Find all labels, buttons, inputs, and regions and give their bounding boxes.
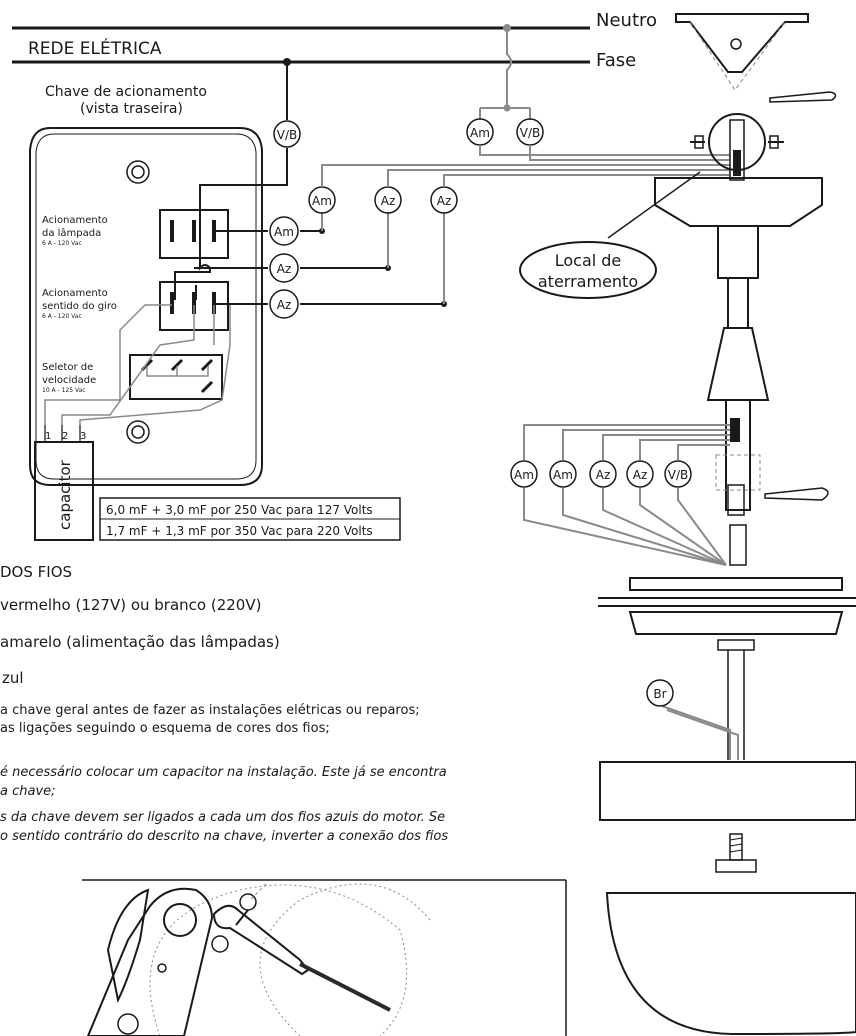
note-4: a chave;	[0, 784, 56, 799]
legend-vb: vermelho (127V) ou branco (220V)	[0, 596, 262, 614]
tag-az-motor-2: Az	[430, 186, 458, 214]
svg-text:Az: Az	[277, 298, 292, 312]
lamp-switch-rating: 6 A - 120 Vac	[42, 240, 82, 247]
svg-text:Am: Am	[553, 468, 573, 482]
note-3: é necessário colocar um capacitor na ins…	[0, 765, 447, 780]
svg-text:Az: Az	[633, 468, 648, 482]
terminal-3: 3	[80, 431, 86, 442]
motor-wires	[523, 424, 730, 566]
tag-am-neutral: Am	[466, 118, 494, 146]
switch-box	[29, 127, 263, 486]
capacitor-label: capacitor	[56, 459, 74, 530]
ground-label-1: Local de	[555, 251, 622, 270]
tag-az-dir-2: Az	[269, 289, 299, 319]
tag-am-motor-a: Am	[510, 460, 538, 488]
tag-am-lamp: Am	[269, 216, 299, 246]
internal-wiring	[44, 304, 231, 440]
legend-az: zul	[2, 669, 24, 687]
terminal-2: 2	[62, 431, 68, 442]
svg-text:Am: Am	[514, 468, 534, 482]
switch-output-wires	[194, 212, 447, 307]
direction-switch-label-1: Acionamento	[42, 288, 108, 299]
grounding-detail	[82, 879, 567, 1036]
svg-text:Am: Am	[274, 225, 294, 239]
svg-text:V/B: V/B	[668, 468, 688, 482]
tag-am-motor: Am	[308, 186, 336, 214]
tag-vb-switch: V/B	[273, 120, 301, 148]
motor-housing	[598, 577, 856, 760]
lamp-switch	[159, 209, 229, 259]
terminal-1: 1	[45, 431, 51, 442]
svg-text:Az: Az	[277, 262, 292, 276]
phase-label: Fase	[596, 50, 636, 71]
switch-subtitle: (vista traseira)	[80, 101, 183, 117]
mains-label: REDE ELÉTRICA	[28, 37, 162, 59]
svg-text:Az: Az	[381, 194, 396, 208]
speed-selector-rating: 10 A - 125 Vac	[42, 387, 86, 394]
cotter-pin-top	[769, 91, 837, 103]
internal-black-wiring	[174, 148, 288, 300]
tag-az-dir-1: Az	[269, 253, 299, 283]
downrod-lower	[715, 399, 761, 566]
light-kit-housing	[599, 761, 856, 821]
speed-selector-label-1: Seletor de	[42, 362, 93, 373]
cap-row-1: 6,0 mF + 3,0 mF por 250 Vac para 127 Vol…	[106, 503, 373, 517]
ball-joint	[690, 113, 784, 181]
speed-selector	[129, 354, 223, 400]
cotter-pin-bottom	[764, 487, 829, 501]
ceiling-bracket	[675, 13, 809, 91]
legend-title: DOS FIOS	[0, 563, 73, 581]
svg-text:V/B: V/B	[520, 126, 540, 140]
svg-text:Am: Am	[470, 126, 490, 140]
lamp-switch-label-1: Acionamento	[42, 215, 108, 226]
tag-vb-motor: V/B	[664, 460, 692, 488]
tag-br: Br	[646, 679, 674, 707]
note-6: o sentido contrário do descrito na chave…	[0, 829, 449, 844]
canopy-feeder-wires	[321, 145, 730, 187]
ground-wire	[661, 705, 739, 760]
ground-label-2: aterramento	[538, 272, 638, 291]
direction-switch-rating: 6 A - 120 Vac	[42, 313, 82, 320]
screw	[715, 833, 757, 873]
svg-text:Am: Am	[312, 194, 332, 208]
svg-text:Br: Br	[653, 687, 666, 701]
capacitor	[34, 425, 94, 541]
lamp-switch-label-2: da lâmpada	[42, 227, 101, 239]
svg-text:Az: Az	[596, 468, 611, 482]
neutral-drop	[479, 28, 531, 120]
tag-az-motor-b: Az	[626, 460, 654, 488]
ground-callout	[519, 171, 701, 299]
glass-bowl	[605, 892, 856, 1036]
note-5: s da chave devem ser ligados a cada um d…	[0, 810, 446, 825]
capacitor-table	[99, 497, 401, 541]
tag-am-motor-b: Am	[549, 460, 577, 488]
note-1: a chave geral antes de fazer as instalaç…	[0, 703, 420, 718]
speed-selector-label-2: velocidade	[42, 375, 96, 386]
neutral-label: Neutro	[596, 10, 657, 31]
tag-az-motor-a: Az	[589, 460, 617, 488]
switch-title: Chave de acionamento	[45, 84, 207, 100]
cap-row-2: 1,7 mF + 1,3 mF por 350 Vac para 220 Vol…	[106, 524, 373, 538]
tag-az-motor-1: Az	[374, 186, 402, 214]
svg-text:Az: Az	[437, 194, 452, 208]
canopy	[654, 177, 823, 401]
direction-switch-label-2: sentido do giro	[42, 301, 117, 312]
note-2: as ligações seguindo o esquema de cores …	[0, 721, 330, 736]
legend-am: amarelo (alimentação das lâmpadas)	[0, 633, 280, 651]
tag-vb-neutral: V/B	[516, 118, 544, 146]
svg-text:V/B: V/B	[277, 128, 297, 142]
